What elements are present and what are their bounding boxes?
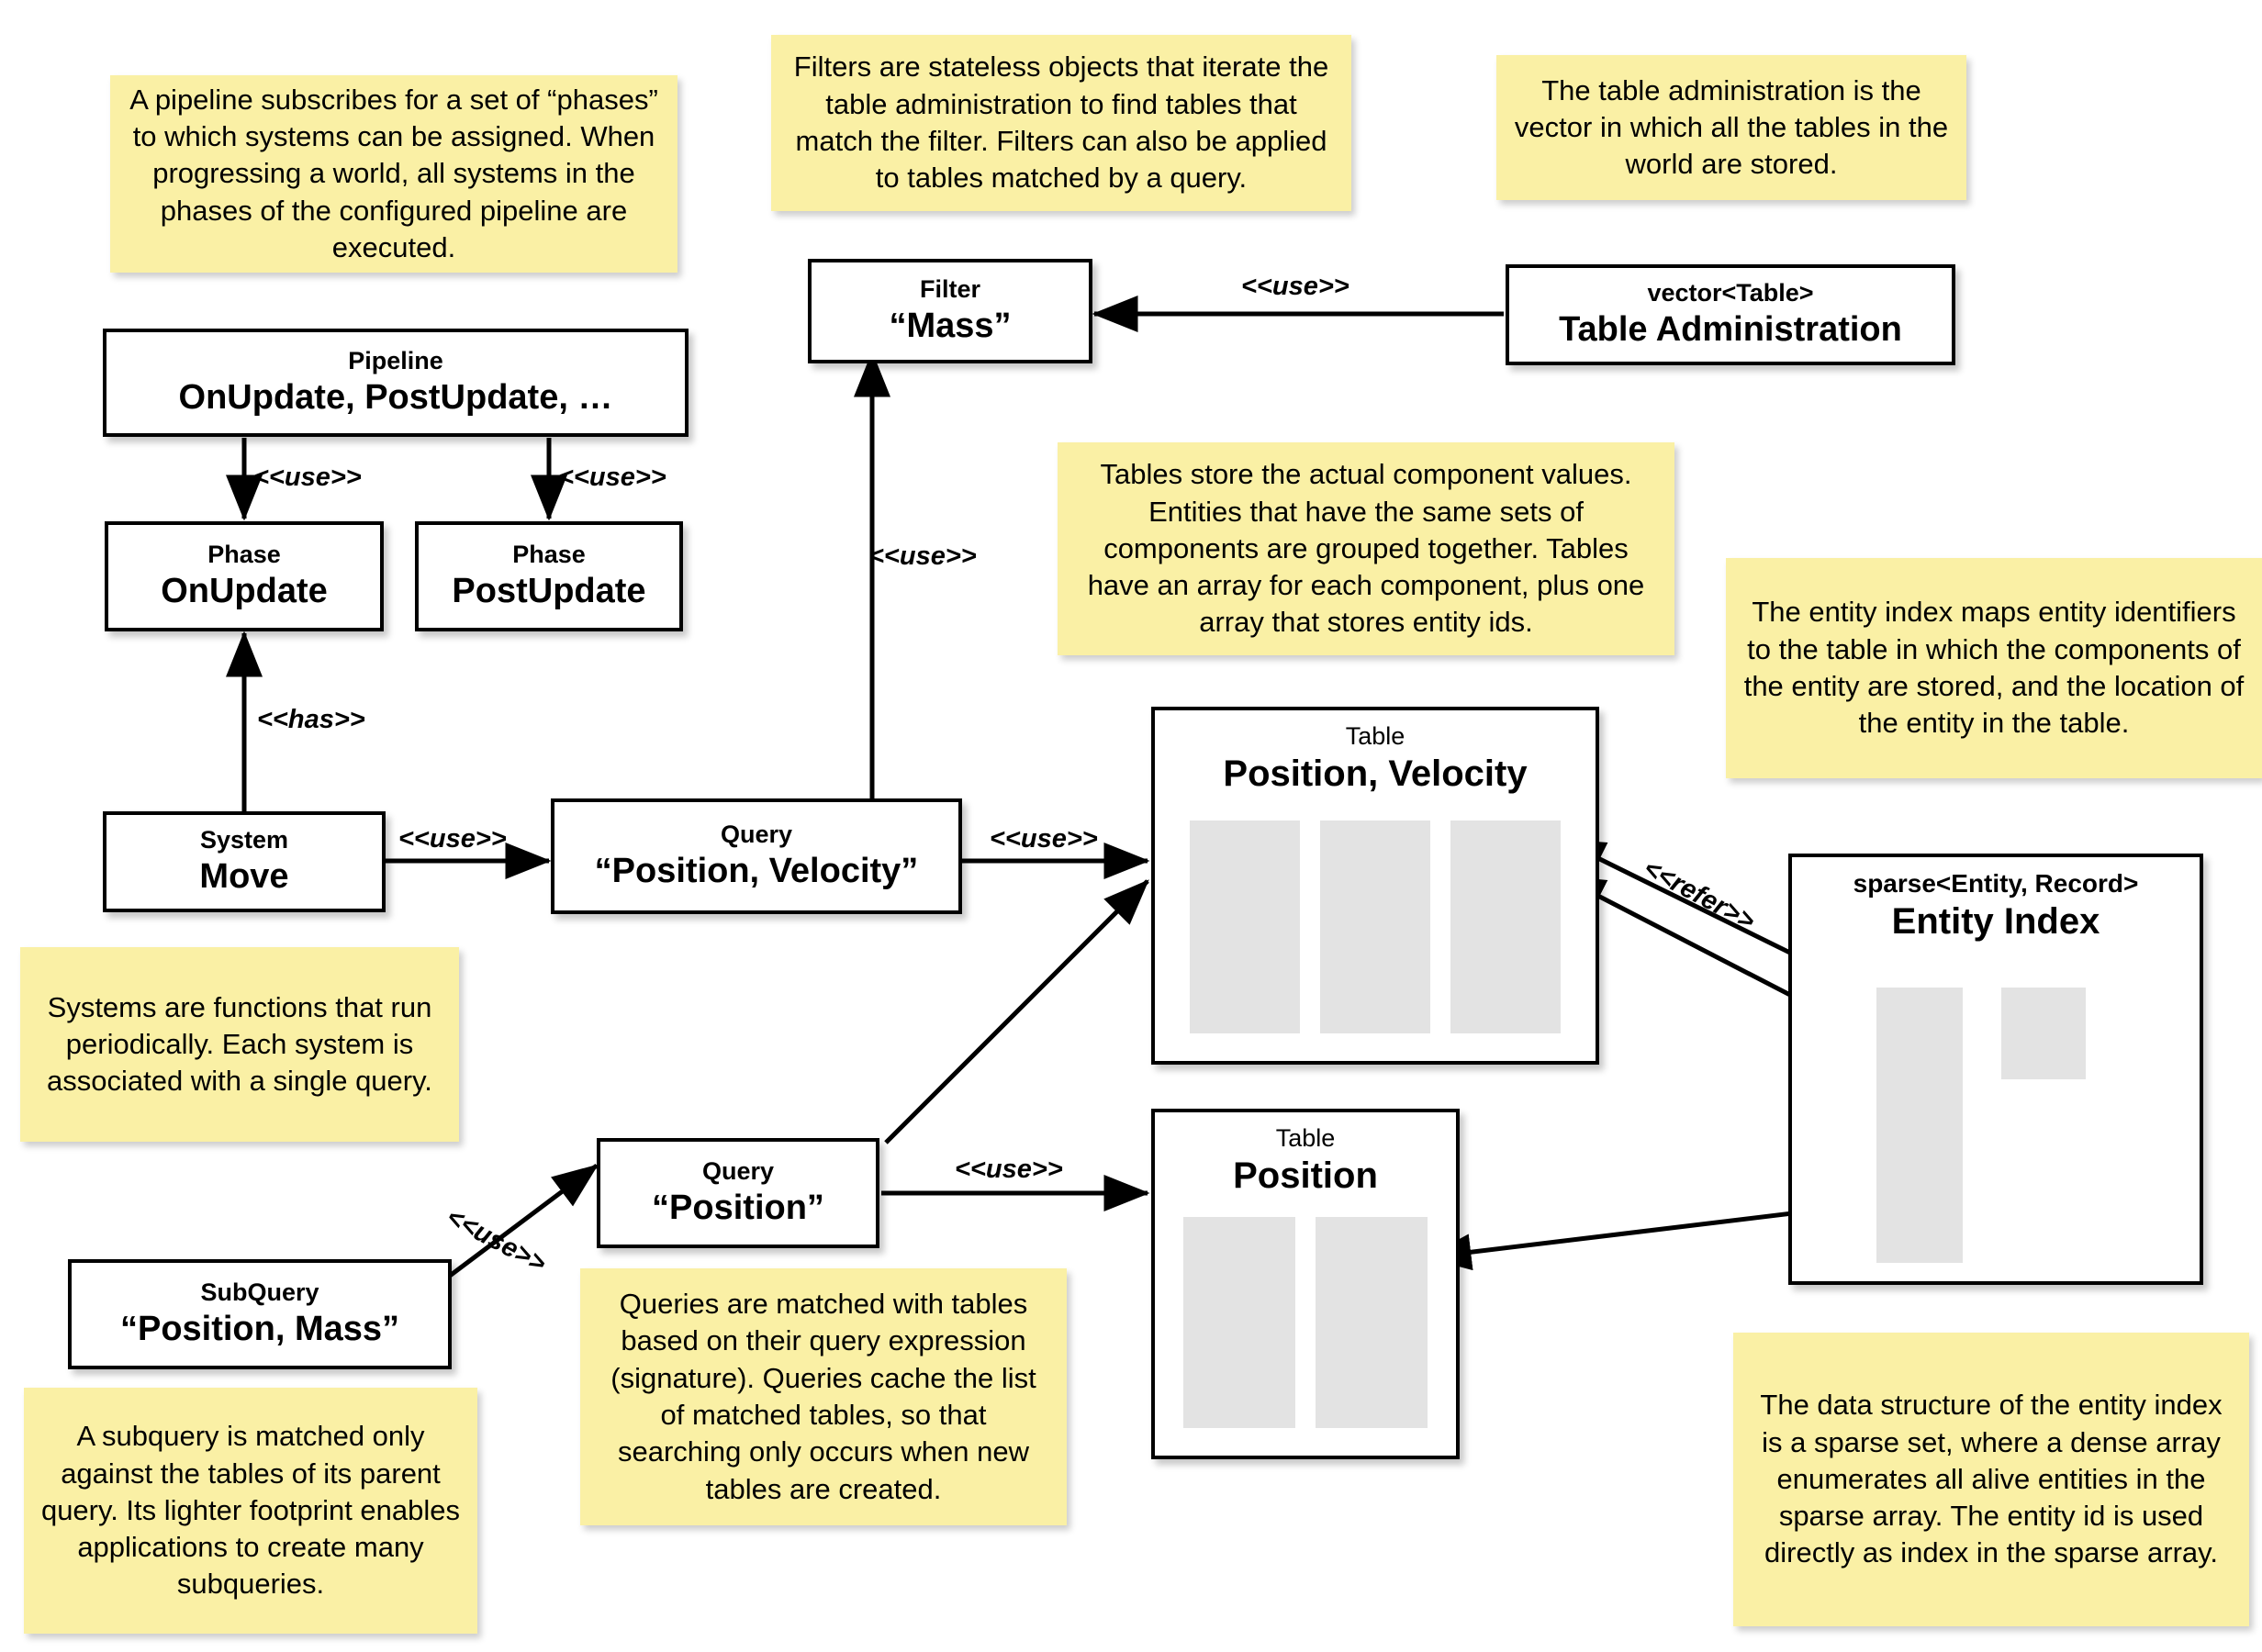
table-pv-stereotype: Table bbox=[1345, 722, 1405, 750]
box-pipeline-name: OnUpdate, PostUpdate, … bbox=[178, 377, 613, 417]
table-column-bar bbox=[1183, 1217, 1295, 1428]
table-column-bar bbox=[1316, 1217, 1428, 1428]
box-phase-onupdate[interactable]: Phase OnUpdate bbox=[105, 521, 384, 631]
box-filter-mass[interactable]: Filter “Mass” bbox=[808, 259, 1092, 363]
table-p-columns bbox=[1155, 1217, 1456, 1428]
table-column-bar bbox=[1450, 820, 1561, 1033]
edge-label-querypv-table: <<use>> bbox=[990, 824, 1098, 854]
box-phase-onupdate-name: OnUpdate bbox=[161, 571, 328, 610]
edge-queryp-tablepv bbox=[884, 879, 1149, 1144]
edge-label-query-filter: <<use>> bbox=[868, 541, 977, 571]
table-p-name: Position bbox=[1233, 1155, 1378, 1196]
table-column-bar bbox=[1190, 820, 1300, 1033]
box-query-position[interactable]: Query “Position” bbox=[597, 1138, 879, 1248]
entity-index-name: Entity Index bbox=[1891, 900, 2100, 942]
note-filter: Filters are stateless objects that itera… bbox=[771, 35, 1351, 211]
edge-label-queryp-table: <<use>> bbox=[955, 1155, 1063, 1184]
box-pipeline-stereotype: Pipeline bbox=[348, 346, 443, 374]
entity-index-stereotype: sparse<Entity, Record> bbox=[1853, 869, 2139, 898]
box-table-admin-name: Table Administration bbox=[1559, 309, 1902, 349]
edge-label-entityindex-table: <<refer>> bbox=[1638, 854, 1760, 937]
box-phase-onupdate-stereotype: Phase bbox=[207, 540, 281, 568]
table-pv-name: Position, Velocity bbox=[1223, 753, 1528, 794]
sparse-array-bar bbox=[1876, 988, 1963, 1263]
box-table-position-velocity[interactable]: Table Position, Velocity bbox=[1151, 707, 1599, 1065]
box-filter-name: “Mass” bbox=[889, 306, 1012, 345]
note-queries: Queries are matched with tables based on… bbox=[580, 1268, 1067, 1525]
box-system-move-stereotype: System bbox=[199, 825, 289, 854]
box-phase-postupdate[interactable]: Phase PostUpdate bbox=[415, 521, 683, 631]
edge-label-pipeline-postupdate: <<use>> bbox=[558, 463, 666, 492]
box-table-administration[interactable]: vector<Table> Table Administration bbox=[1506, 264, 1955, 365]
table-pv-header: Table Position, Velocity bbox=[1155, 710, 1596, 795]
table-p-stereotype: Table bbox=[1275, 1124, 1336, 1152]
box-subquery-name: “Position, Mass” bbox=[119, 1309, 400, 1348]
note-subquery: A subquery is matched only against the t… bbox=[24, 1388, 477, 1634]
note-table-admin: The table administration is the vector i… bbox=[1496, 55, 1966, 200]
box-phase-postupdate-stereotype: Phase bbox=[512, 540, 586, 568]
table-p-header: Table Position bbox=[1155, 1112, 1456, 1197]
edge-label-subquery-query: <<use>> bbox=[441, 1202, 551, 1279]
note-entity-index: The entity index maps entity identifiers… bbox=[1726, 558, 2262, 778]
table-pv-columns bbox=[1155, 820, 1596, 1033]
box-query-position-velocity[interactable]: Query “Position, Velocity” bbox=[551, 798, 962, 914]
box-table-admin-stereotype: vector<Table> bbox=[1647, 278, 1814, 307]
box-filter-stereotype: Filter bbox=[919, 274, 980, 303]
box-system-move[interactable]: System Move bbox=[103, 811, 386, 912]
box-phase-postupdate-name: PostUpdate bbox=[452, 571, 646, 610]
edge-label-pipeline-onupdate: <<use>> bbox=[253, 463, 362, 492]
note-pipeline: A pipeline subscribes for a set of “phas… bbox=[110, 75, 677, 273]
box-pipeline[interactable]: Pipeline OnUpdate, PostUpdate, … bbox=[103, 329, 689, 437]
note-tables: Tables store the actual component values… bbox=[1058, 442, 1674, 655]
edge-label-system-query: <<use>> bbox=[398, 824, 507, 854]
box-query-pv-name: “Position, Velocity” bbox=[594, 851, 919, 890]
box-query-p-name: “Position” bbox=[652, 1188, 824, 1227]
box-query-p-stereotype: Query bbox=[701, 1156, 775, 1185]
edge-label-system-phase: <<has>> bbox=[257, 705, 365, 734]
edge-label-tableadmin-filter: <<use>> bbox=[1241, 272, 1349, 301]
entity-index-header: sparse<Entity, Record> Entity Index bbox=[1792, 857, 2200, 943]
box-subquery-stereotype: SubQuery bbox=[200, 1278, 319, 1306]
note-sparse-set: The data structure of the entity index i… bbox=[1733, 1333, 2249, 1626]
box-subquery-position-mass[interactable]: SubQuery “Position, Mass” bbox=[68, 1259, 452, 1369]
note-systems: Systems are functions that run periodica… bbox=[20, 947, 459, 1142]
box-system-move-name: Move bbox=[199, 856, 289, 896]
table-column-bar bbox=[1320, 820, 1430, 1033]
box-table-position[interactable]: Table Position bbox=[1151, 1109, 1460, 1459]
dense-array-bar bbox=[2001, 988, 2086, 1079]
box-entity-index[interactable]: sparse<Entity, Record> Entity Index bbox=[1788, 854, 2203, 1285]
box-query-pv-stereotype: Query bbox=[720, 820, 793, 848]
